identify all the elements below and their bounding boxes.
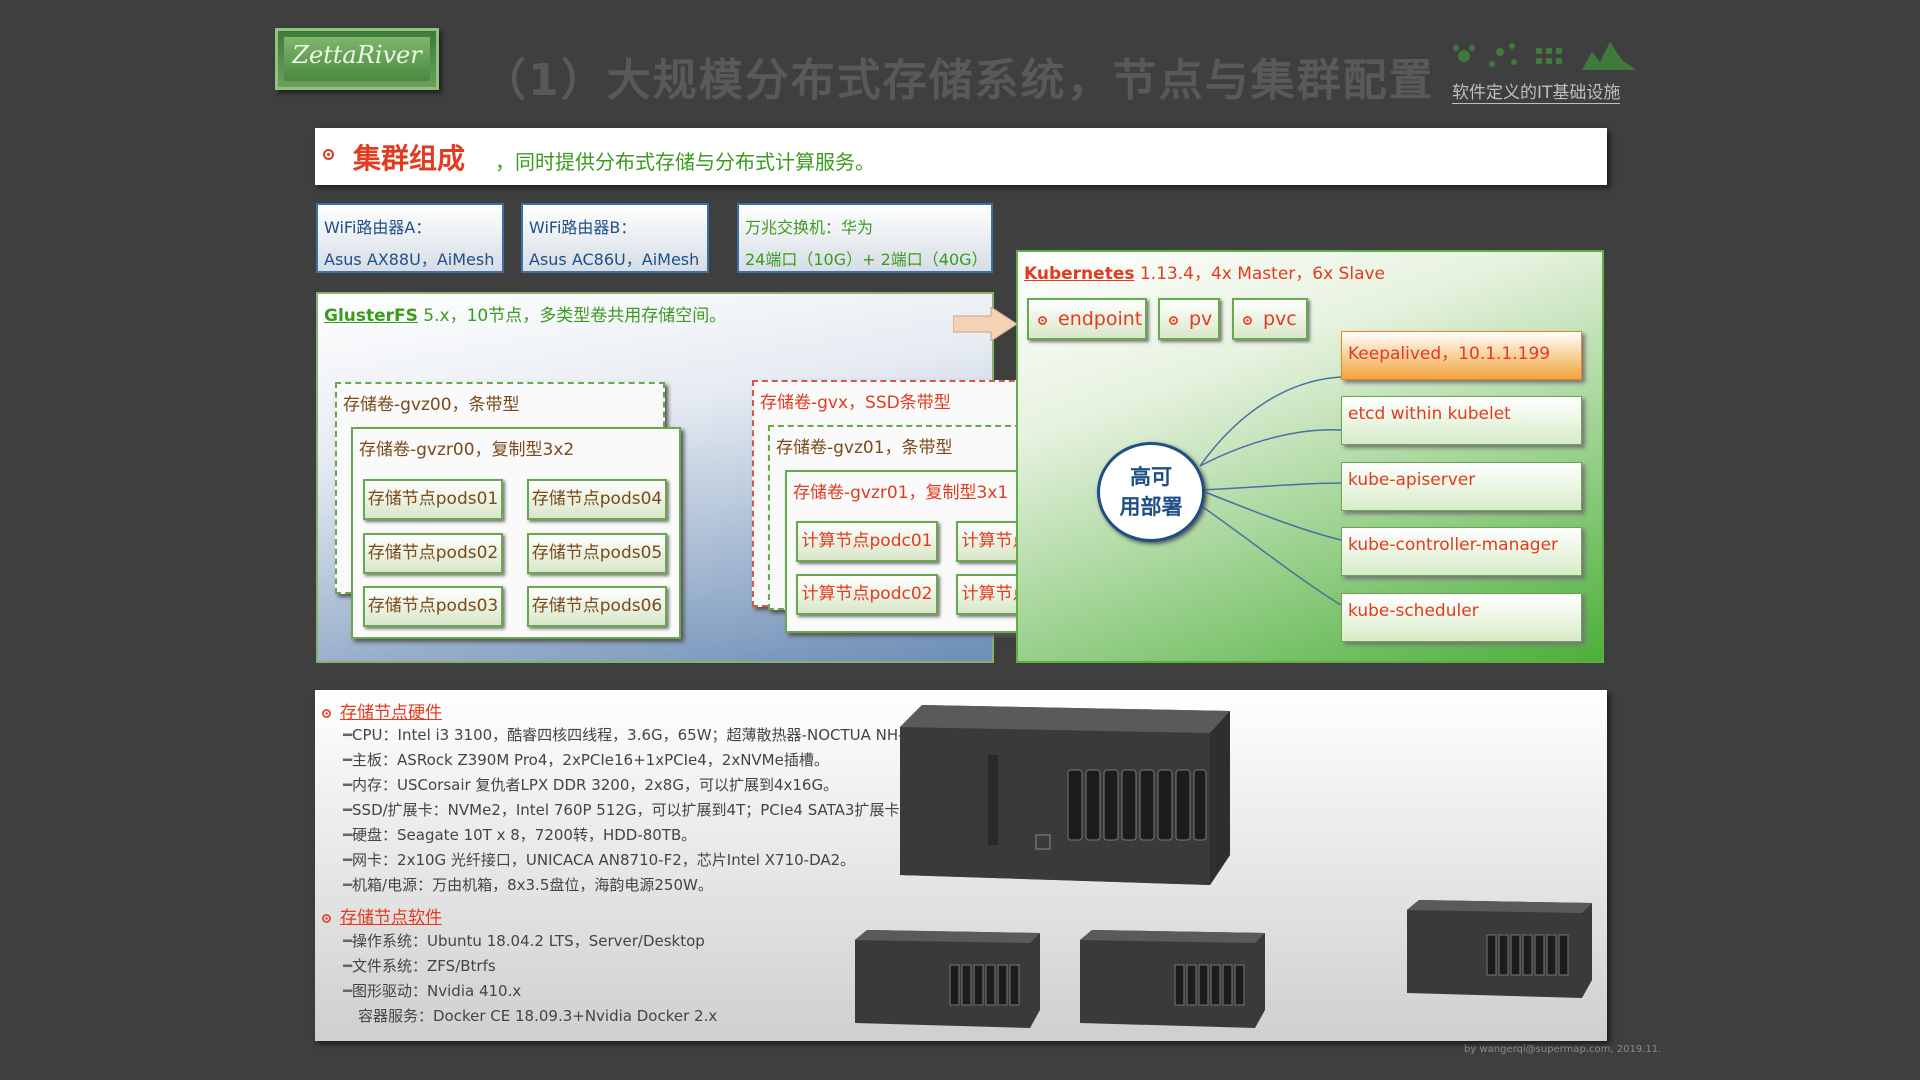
bullet-icon <box>322 914 331 923</box>
software-line: ━操作系统：Ubuntu 18.04.2 LTS，Server/Desktop <box>343 932 705 950</box>
router-b-detail: Asus AC86U，AiMesh <box>529 250 700 269</box>
service-controller-manager: kube-controller-manager <box>1341 527 1582 576</box>
bullet-icon <box>1243 316 1252 325</box>
bullet-icon <box>323 149 334 160</box>
kubernetes-label: Kubernetes 1.13.4，4x Master，6x Slave <box>1024 259 1385 284</box>
banner-heading: 集群组成 <box>353 142 466 175</box>
volume-label: 存储卷-gvzr00，复制型3x2 <box>359 440 575 460</box>
service-keepalived: Keepalived，10.1.1.199 <box>1341 331 1582 380</box>
ha-connectors <box>1199 376 1342 606</box>
resource-label: pvc <box>1263 308 1297 330</box>
switch-box: 万兆交换机：华为 24端口（10G）+ 2端口（40G） <box>737 203 993 273</box>
hardware-line: ━网卡：2x10G 光纤接口，UNICACA AN8710-F2，芯片Intel… <box>343 851 856 869</box>
pvc-pill: pvc <box>1232 298 1308 340</box>
compute-node: 计算节点podc02 <box>796 574 938 615</box>
nas-chassis-image <box>1080 930 1265 1028</box>
kubernetes-name: Kubernetes <box>1024 264 1135 284</box>
zettariver-logo: ZettaRiver <box>275 28 439 90</box>
router-b-title: WiFi路由器B： <box>529 218 637 237</box>
storage-node: 存储节点pods01 <box>363 479 503 520</box>
switch-title: 万兆交换机：华为 <box>745 218 874 237</box>
ha-label-line2: 用部署 <box>1119 495 1183 519</box>
software-line: ━文件系统：ZFS/Btrfs <box>343 957 496 975</box>
page-title: （1）大规模分布式存储系统，节点与集群配置 <box>482 55 1435 106</box>
software-line: ━图形驱动：Nvidia 410.x <box>343 982 522 1000</box>
service-apiserver: kube-apiserver <box>1341 462 1582 511</box>
hardware-section-title: 存储节点硬件 <box>321 698 442 723</box>
hardware-line: ━机箱/电源：万由机箱，8x3.5盘位，海韵电源250W。 <box>343 876 713 894</box>
bullet-icon <box>1169 316 1178 325</box>
nas-chassis-image <box>855 930 1040 1028</box>
router-a-detail: Asus AX88U，AiMesh <box>324 250 495 269</box>
storage-node: 存储节点pods04 <box>527 479 667 520</box>
service-scheduler: kube-scheduler <box>1341 593 1582 642</box>
volume-label: 存储卷-gvz01，条带型 <box>776 438 953 458</box>
hardware-panel: 存储节点硬件 ━CPU：Intel i3 3100，酷睿四核四线程，3.6G，6… <box>315 690 1607 1041</box>
banner-subheading: ，同时提供分布式存储与分布式计算服务。 <box>495 150 875 174</box>
brand-icons <box>1453 42 1636 70</box>
bullet-icon <box>1038 316 1047 325</box>
cluster-banner: 集群组成 ，同时提供分布式存储与分布式计算服务。 <box>315 128 1607 185</box>
ha-label-line1: 高可 <box>1130 465 1172 489</box>
router-a-title: WiFi路由器A： <box>324 218 432 237</box>
nas-chassis-image <box>900 705 1230 885</box>
glusterfs-label: GlusterFS 5.x，10节点，多类型卷共用存储空间。 <box>324 301 726 326</box>
bullet-icon <box>322 709 331 718</box>
resource-label: endpoint <box>1058 308 1143 330</box>
kubernetes-desc: 1.13.4，4x Master，6x Slave <box>1134 264 1386 284</box>
compute-node: 计算节点podc01 <box>796 521 938 562</box>
storage-node: 存储节点pods06 <box>527 586 667 627</box>
hardware-line: ━CPU：Intel i3 3100，酷睿四核四线程，3.6G，65W；超薄散热… <box>343 726 941 744</box>
storage-node: 存储节点pods03 <box>363 586 503 627</box>
storage-node: 存储节点pods05 <box>527 533 667 574</box>
service-etcd: etcd within kubelet <box>1341 396 1582 445</box>
brand-tagline: 软件定义的IT基础设施 <box>1452 78 1621 104</box>
switch-detail: 24端口（10G）+ 2端口（40G） <box>745 250 988 269</box>
glusterfs-desc: 5.x，10节点，多类型卷共用存储空间。 <box>417 306 727 326</box>
software-line: 容器服务：Docker CE 18.09.3+Nvidia Docker 2.x <box>358 1007 718 1025</box>
volume-label: 存储卷-gvx，SSD条带型 <box>760 393 951 413</box>
hardware-line: ━内存：USCorsair 复仇者LPX DDR 3200，2x8G，可以扩展到… <box>343 776 839 794</box>
resource-label: pv <box>1189 308 1213 330</box>
endpoint-pill: endpoint <box>1027 298 1147 340</box>
volume-label: 存储卷-gvz00，条带型 <box>343 395 520 415</box>
pv-pill: pv <box>1158 298 1220 340</box>
arrow-right-icon <box>953 307 1018 341</box>
volume-label: 存储卷-gvzr01，复制型3x1 <box>793 483 1009 503</box>
router-a-box: WiFi路由器A： Asus AX88U，AiMesh <box>316 203 504 273</box>
ha-circle: 高可 用部署 <box>1097 442 1205 542</box>
software-section-title: 存储节点软件 <box>321 903 442 928</box>
hardware-line: ━SSD/扩展卡：NVMe2，Intel 760P 512G，可以扩展到4T；P… <box>343 801 969 819</box>
storage-node: 存储节点pods02 <box>363 533 503 574</box>
footer-credit: by wangerqi@supermap.com, 2019.11. <box>1464 1044 1662 1055</box>
router-b-box: WiFi路由器B： Asus AC86U，AiMesh <box>521 203 709 273</box>
glusterfs-name: GlusterFS <box>324 306 418 326</box>
hardware-line: ━硬盘：Seagate 10T x 8，7200转，HDD-80TB。 <box>343 826 697 844</box>
hardware-line: ━主板：ASRock Z390M Pro4，2xPCIe16+1xPCIe4，2… <box>343 751 829 769</box>
nas-chassis-image <box>1407 900 1592 998</box>
logo-text: ZettaRiver <box>292 41 422 69</box>
